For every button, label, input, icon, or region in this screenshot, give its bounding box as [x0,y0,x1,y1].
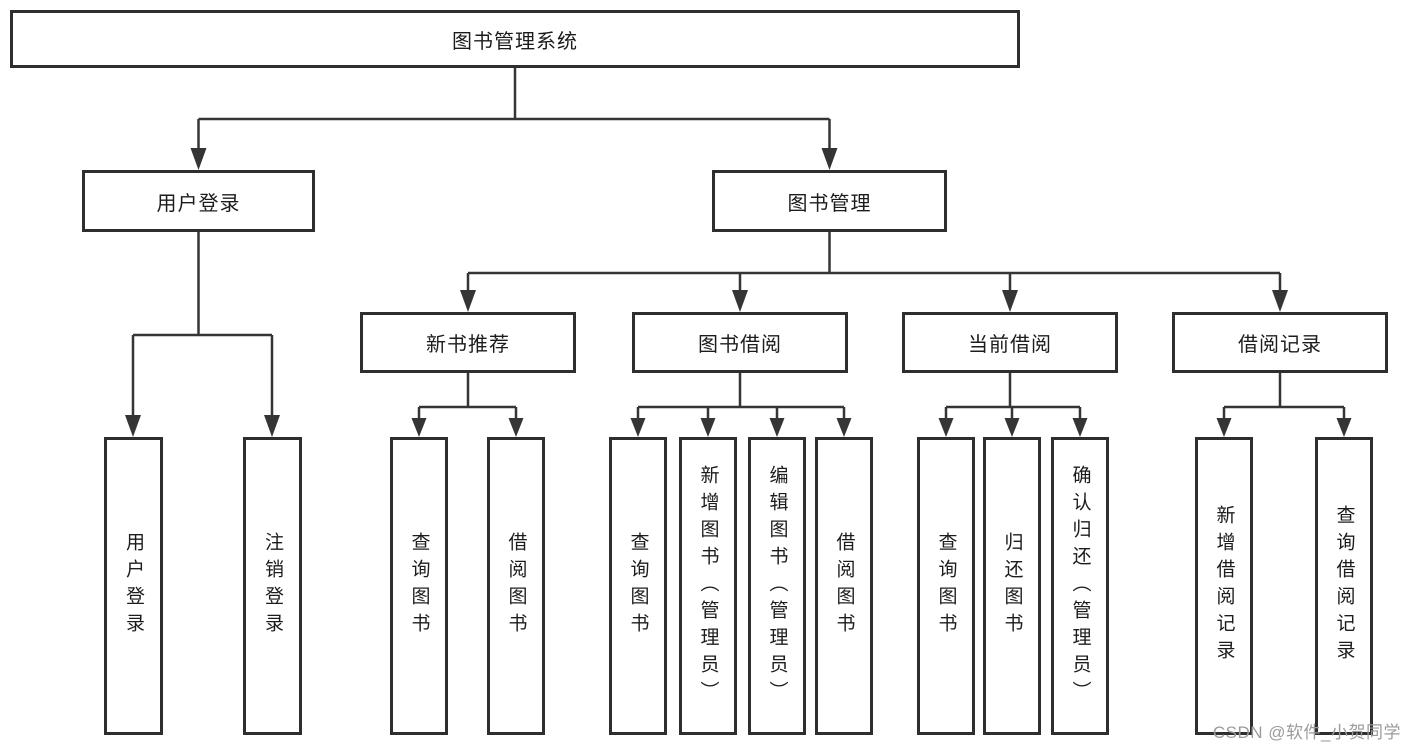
leaf-current-confirm-return-admin: 确认归还（管理员） [1051,437,1109,735]
node-borrow-records: 借阅记录 [1172,312,1388,373]
node-label: 新增图书（管理员） [697,464,719,708]
node-label: 图书管理 [787,192,872,215]
node-user-login: 用户登录 [82,170,315,232]
leaf-borrow-borrow-books: 借阅图书 [815,437,873,735]
node-label: 新书推荐 [426,334,510,356]
leaf-records-query-record: 查询借阅记录 [1315,437,1373,735]
node-label: 图书借阅 [698,334,782,356]
leaf-records-add-record: 新增借阅记录 [1195,437,1253,735]
node-label: 借阅图书 [505,532,527,640]
node-label: 归还图书 [1001,532,1023,640]
node-label: 编辑图书（管理员） [766,464,788,708]
node-label: 图书管理系统 [452,30,578,53]
node-label: 用户登录 [156,192,241,215]
node-label: 查询图书 [408,532,430,640]
node-book-borrow: 图书借阅 [632,312,848,373]
leaf-borrow-query-books: 查询图书 [609,437,667,735]
node-label: 查询图书 [935,532,957,640]
node-label: 当前借阅 [968,334,1052,356]
leaf-user-login: 用户登录 [104,437,163,735]
node-book-management: 图书管理 [712,170,947,232]
node-label: 查询图书 [627,532,649,640]
csdn-watermark: CSDN @软件_小贺同学 [1212,723,1401,742]
node-label: 查询借阅记录 [1333,505,1355,667]
node-root-system: 图书管理系统 [10,10,1020,68]
node-label: 用户登录 [123,532,144,640]
leaf-logout: 注销登录 [243,437,302,735]
node-current-borrow: 当前借阅 [902,312,1118,373]
leaf-borrow-edit-books-admin: 编辑图书（管理员） [748,437,806,735]
leaf-borrow-add-books-admin: 新增图书（管理员） [679,437,737,735]
node-label: 借阅记录 [1238,334,1322,356]
node-label: 确认归还（管理员） [1069,464,1091,708]
leaf-recommend-query-books: 查询图书 [390,437,448,735]
node-label: 注销登录 [262,532,283,640]
node-label: 新增借阅记录 [1213,505,1235,667]
leaf-current-query-books: 查询图书 [917,437,975,735]
leaf-recommend-borrow-books: 借阅图书 [487,437,545,735]
leaf-current-return-books: 归还图书 [983,437,1041,735]
node-new-book-recommend: 新书推荐 [360,312,576,373]
node-label: 借阅图书 [833,532,855,640]
